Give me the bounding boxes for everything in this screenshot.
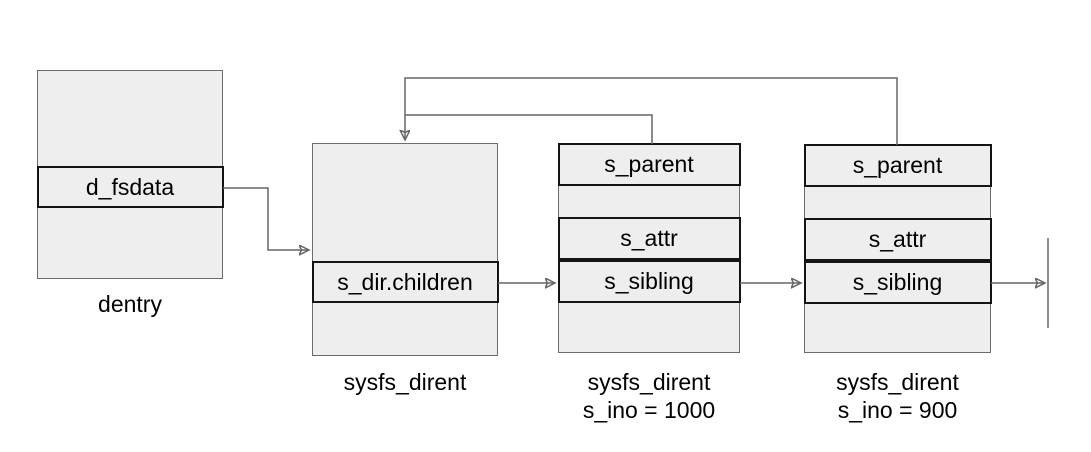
sysfs-dirent-900-struct-label: sysfs_dirent s_ino = 900 <box>804 368 991 424</box>
s-attr-field-label: s_attr <box>868 226 927 252</box>
struct-type-label: sysfs_dirent <box>587 369 711 395</box>
s-parent-field-label: s_parent <box>852 152 943 178</box>
s-dir-children-field-label: s_dir.children <box>337 268 473 295</box>
s-ino-value-label: s_ino = 1000 <box>582 397 716 423</box>
s-parent-field-900: s_parent <box>803 144 992 187</box>
s-sibling-field-900: s_sibling <box>803 261 992 304</box>
s-attr-field-900: s_attr <box>803 218 992 261</box>
s-sibling-field-label: s_sibling <box>604 268 694 294</box>
s-attr-field-1000: s_attr <box>557 217 741 260</box>
d-fsdata-field: d_fsdata <box>36 166 224 208</box>
s-sibling-field-1000: s_sibling <box>557 260 741 303</box>
d-fsdata-pointer-arrow <box>223 187 308 250</box>
sysfs-dirent-1000-struct-box: s_parent s_attr s_sibling <box>557 143 741 353</box>
sysfs-dirent-dir-struct-box: s_dir.children <box>311 143 499 356</box>
s-sibling-field-label: s_sibling <box>852 269 943 295</box>
s-attr-field-label: s_attr <box>620 225 678 251</box>
d-fsdata-field-label: d_fsdata <box>85 173 175 200</box>
s-parent-pointer-arrow-1000 <box>405 114 653 144</box>
dentry-struct-box: d_fsdata <box>36 70 224 279</box>
struct-type-label: sysfs_dirent <box>836 369 959 395</box>
dentry-struct-label: dentry <box>98 291 162 317</box>
s-parent-field-1000: s_parent <box>557 143 741 186</box>
s-parent-field-label: s_parent <box>604 151 694 177</box>
sysfs-dirent-dir-struct-label: sysfs_dirent <box>343 369 467 395</box>
s-ino-value-label: s_ino = 900 <box>837 397 958 423</box>
s-parent-pointer-arrow-900 <box>405 77 898 145</box>
sysfs-dirent-1000-struct-label: sysfs_dirent s_ino = 1000 <box>558 368 740 424</box>
s-dir-children-field: s_dir.children <box>311 261 499 303</box>
sysfs-dirent-900-struct-box: s_parent s_attr s_sibling <box>803 144 992 353</box>
